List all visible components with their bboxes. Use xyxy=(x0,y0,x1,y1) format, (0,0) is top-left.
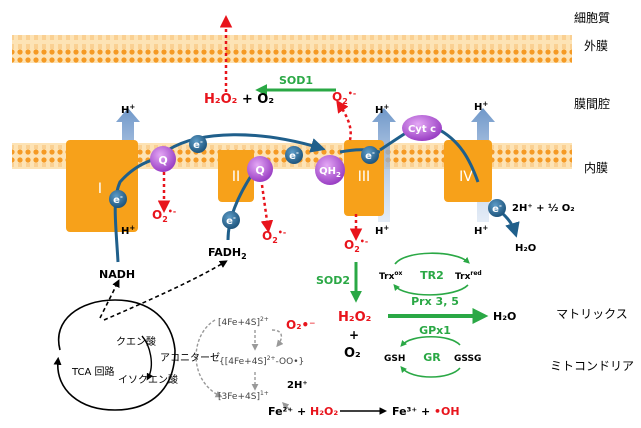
label-inner-membrane: 内膜 xyxy=(584,161,608,175)
trx-red-label: Trxred xyxy=(455,270,482,282)
svg-text:e-: e- xyxy=(492,202,502,215)
ubiquinol-label: QH2 xyxy=(319,166,341,179)
h2o-matrix: H₂O xyxy=(493,310,516,323)
tca-to-fadh2 xyxy=(103,260,228,321)
fe4s4-peroxo-label: {[4Fe+4S]2+-OO•} xyxy=(219,355,304,367)
aconitase-superoxide: O₂•⁻ xyxy=(286,318,315,332)
label-intermembrane-space: 膜間腔 xyxy=(574,96,610,111)
gsh-cycle-top xyxy=(400,336,461,347)
ubiquinol xyxy=(315,155,345,185)
complex-iv xyxy=(444,140,492,202)
matrix-plus: + xyxy=(349,328,359,342)
isocitrate-label: イソクエン酸 xyxy=(118,373,178,386)
o2-matrix: O₂ xyxy=(344,346,361,361)
gpx1-label: GPx1 xyxy=(419,324,451,337)
ubiquinone-2 xyxy=(247,156,273,182)
svg-text:O2•-: O2•- xyxy=(332,89,356,106)
outer-membrane xyxy=(12,35,572,63)
gsh-label: GSH xyxy=(384,354,405,364)
tca-arc-top xyxy=(57,299,176,351)
ubiquinone-2-label: Q xyxy=(255,164,264,177)
prx-label: Prx 3, 5 xyxy=(411,295,459,308)
sod1-label: SOD1 xyxy=(279,74,313,87)
svg-text:H+: H+ xyxy=(121,224,135,237)
superoxide-labels: O2•- O2•- O2•- O2•- xyxy=(152,89,368,254)
water-product-iv: H₂O xyxy=(515,243,536,254)
label-cytoplasm: 細胞質 xyxy=(574,10,610,25)
svg-text:e-: e- xyxy=(113,193,123,206)
ubiquinone-1-label: Q xyxy=(158,154,167,167)
svg-text:e-: e- xyxy=(193,138,203,151)
citrate-label: クエン酸 xyxy=(116,335,156,348)
complex-i-label: I xyxy=(98,181,102,197)
electrons: e- e- e- e- e- e- xyxy=(109,135,506,229)
oxygen-reduction: 2H⁺ + ½ O₂ xyxy=(512,203,575,214)
svg-text:e-: e- xyxy=(289,149,299,162)
label-outer-membrane: 外膜 xyxy=(584,39,608,53)
fenton-reactants: Fe²⁺ + H₂O₂ xyxy=(268,405,338,418)
aconitase-label: アコニターゼ xyxy=(160,352,220,364)
fe-release xyxy=(282,402,291,411)
complex-iv-label: IV xyxy=(459,169,473,185)
gr-label: GR xyxy=(423,351,441,364)
tca-arc-bottom xyxy=(53,349,176,411)
complex-ii-label: II xyxy=(232,169,240,185)
aconitase-inactivation xyxy=(195,319,223,398)
ros-arrows xyxy=(157,15,363,241)
svg-text:O2•-: O2•- xyxy=(152,207,176,224)
tr2-label: TR2 xyxy=(420,269,444,282)
svg-text:O2•-: O2•- xyxy=(344,237,368,254)
h2o2-matrix: H₂O₂ xyxy=(338,310,371,325)
gssg-label: GSSG xyxy=(454,354,481,364)
fadh2-label: FADH2 xyxy=(208,246,247,261)
cytochrome-c xyxy=(402,115,442,141)
citrate-to-isocitrate xyxy=(141,335,154,381)
svg-text:e-: e- xyxy=(365,149,375,162)
label-matrix: マトリックス xyxy=(556,307,628,321)
nadh-label: NADH xyxy=(99,268,135,281)
h2o2-top: H₂O₂ + O₂ xyxy=(204,92,274,107)
fe4s4-label: [4Fe+4S]2+ xyxy=(218,316,269,328)
svg-text:H+: H+ xyxy=(375,103,389,116)
tca-cycle-label: TCA 回路 xyxy=(71,365,115,378)
sod2-label: SOD2 xyxy=(316,274,350,287)
fe3s4-label: [3Fe+4S]1+ xyxy=(218,390,269,402)
svg-text:H+: H+ xyxy=(474,224,488,237)
cytochrome-c-label: Cyt c xyxy=(408,124,436,135)
complex-i xyxy=(66,140,138,232)
complex-iii-label: III xyxy=(358,169,370,185)
fenton-products: Fe³⁺ + •OH xyxy=(392,405,460,418)
proton-labels: H+ H+ H+ H+ H+ H+ xyxy=(121,100,488,237)
ubiquinone-1 xyxy=(150,146,176,172)
svg-text:H+: H+ xyxy=(375,224,389,237)
superoxide-attack xyxy=(271,329,284,348)
label-mitochondria: ミトコンドリア xyxy=(550,359,634,373)
svg-text:H+: H+ xyxy=(121,103,135,116)
trx-cycle-bottom xyxy=(393,284,469,296)
svg-text:H+: H+ xyxy=(474,100,488,113)
two-protons: 2H⁺ xyxy=(287,380,308,391)
gsh-cycle-bottom xyxy=(400,366,461,378)
svg-text:O2•-: O2•- xyxy=(262,228,286,245)
svg-text:e-: e- xyxy=(226,214,236,227)
trx-ox-label: Trxox xyxy=(379,270,403,282)
trx-cycle-top xyxy=(394,252,470,265)
